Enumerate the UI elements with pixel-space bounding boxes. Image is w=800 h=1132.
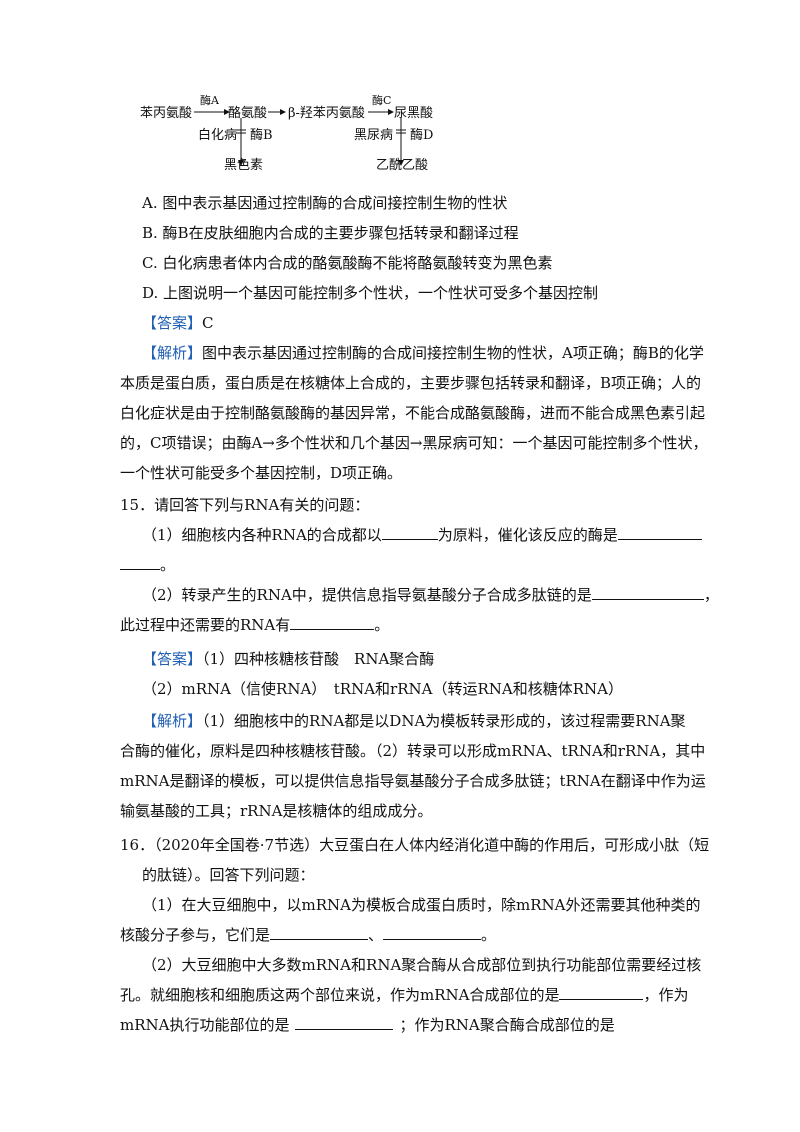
q14-analysis-line: 本质是蛋白质，蛋白质是在核糖体上合成的，主要步骤包括转录和翻译，B项正确；人的 <box>120 374 702 392</box>
analysis-tag: 【解析】 <box>142 344 203 362</box>
answer-tag: 【答案】 <box>142 314 203 332</box>
q15-sub2-cont: 此过程中还需要的RNA有 。 <box>120 614 389 635</box>
q15-stem: 15．请回答下列与RNA有关的问题： <box>120 496 370 514</box>
q15-sub1: （1）细胞核内各种RNA的合成都以 为原料，催化该反应的酶是 <box>142 524 702 545</box>
q16-sub1: （1）在大豆细胞中，以mRNA为模板合成蛋白质时，除mRNA外还需要其他种类的 <box>142 896 701 914</box>
q14-analysis-line: 白化症状是由于控制酪氨酸酶的基因异常，不能合成酪氨酸酶，进而不能合成黑色素引起 <box>120 404 706 422</box>
option-c: C. 白化病患者体内合成的酪氨酸酶不能将酪氨酸转变为黑色素 <box>142 254 553 272</box>
q16-sub1-cont: 核酸分子参与，它们是 、 。 <box>120 924 496 945</box>
q15-analysis-line: 输氨基酸的工具；rRNA是核糖体的组成成分。 <box>120 802 433 820</box>
enzyme-b-label: 酶B <box>250 128 273 143</box>
enzyme-c-label: 酶C <box>372 94 392 107</box>
q15-analysis-line: 合酶的催化，原料是四种核糖核苷酸。（2）转录可以形成mRNA、tRNA和rRNA… <box>120 742 706 760</box>
blank[interactable] <box>559 985 644 1000</box>
arrow-icon <box>194 109 230 115</box>
blank[interactable] <box>617 525 702 540</box>
option-d: D. 上图说明一个基因可能控制多个性状，一个性状可受多个基因控制 <box>142 284 599 302</box>
q16-sub2: （2）大豆细胞中大多数mRNA和RNA聚合酶从合成部位到执行功能部位需要经过核 <box>142 956 702 974</box>
q15-sub1-text: 为原料，催化该反应的酶是 <box>437 526 618 544</box>
q15-answer-line2: （2）mRNA（信使RNA） tRNA和rRNA（转运RNA和核糖体RNA） <box>142 680 623 698</box>
q14-answer: 【答案】C <box>142 312 214 333</box>
q15-sub2-text: 。 <box>374 616 390 634</box>
q15-sub2-text: （2）转录产生的RNA中，提供信息指导氨基酸分子合成多肽链的是 <box>142 586 592 604</box>
q16-sub1-text: 、 <box>368 926 384 944</box>
blank[interactable] <box>290 615 375 630</box>
answer-value: C <box>202 314 214 332</box>
q14-analysis-line: 的，C项错误；由酶A→多个性状和几个基因→黑尿病可知：一个基因可能控制多个性状， <box>120 434 708 452</box>
analysis-text: 图中表示基因通过控制酶的合成间接控制生物的性状，A项正确；酶B的化学 <box>202 344 704 362</box>
q14-analysis-line: 一个性状可能受多个基因控制，D项正确。 <box>120 464 403 482</box>
enzyme-a-label: 酶A <box>200 94 219 107</box>
q16-sub2-cont: mRNA执行功能部位的是 ；作为RNA聚合酶合成部位的是 <box>120 1014 615 1035</box>
q16-sub2-text: ，作为 <box>643 986 689 1004</box>
q16-sub2-text: 孔。就细胞核和细胞质这两个部位来说，作为mRNA合成部位的是 <box>120 986 560 1004</box>
q15-sub1-text: 。 <box>160 556 176 574</box>
q16-sub2-text: ；作为RNA聚合酶合成部位的是 <box>399 1016 615 1034</box>
q15-sub2-text: 此过程中还需要的RNA有 <box>120 616 291 634</box>
pathway-diagram: 苯丙氨酸 酶A 酪氨酸 β-羟苯丙氨酸 酶C 尿黑酸 白化病 酶B 黑色素 黑尿… <box>140 94 440 176</box>
node-tyrosine: 酪氨酸 <box>228 106 268 121</box>
node-melanin: 黑色素 <box>224 158 264 173</box>
q15-analysis-line: mRNA是翻译的模板，可以提供信息指导氨基酸分子合成多肽链；tRNA在翻译中作为… <box>120 772 706 790</box>
q16-sub2-text: mRNA执行功能部位的是 <box>120 1016 290 1034</box>
answer-value: （1）四种核糖核苷酸 RNA聚合酶 <box>202 650 435 668</box>
blank[interactable] <box>381 525 438 540</box>
node-hydroxyphenylalanine: β-羟苯丙氨酸 <box>288 106 365 121</box>
blank[interactable] <box>270 925 369 940</box>
q16-sub2-cont: 孔。就细胞核和细胞质这两个部位来说，作为mRNA合成部位的是 ，作为 <box>120 984 689 1005</box>
enzyme-d-label: 酶D <box>410 128 434 143</box>
blank[interactable] <box>295 1015 394 1030</box>
analysis-text: （1）细胞核中的RNA都是以DNA为模板转录形成的，该过程需要RNA聚 <box>202 712 686 730</box>
q14-analysis-line: 【解析】图中表示基因通过控制酶的合成间接控制生物的性状，A项正确；酶B的化学 <box>142 342 704 363</box>
disease-albinism: 白化病 <box>198 128 238 143</box>
option-a: A. 图中表示基因通过控制酶的合成间接控制生物的性状 <box>142 194 508 212</box>
node-phenylalanine: 苯丙氨酸 <box>140 106 193 121</box>
blank[interactable] <box>120 555 160 570</box>
branch-arrow-icon <box>396 118 406 166</box>
q15-sub2-text: ， <box>703 586 719 604</box>
arrow-icon <box>368 109 394 115</box>
arrow-icon <box>268 109 286 115</box>
branch-arrow-icon <box>236 118 246 166</box>
q16-stem-cont: 的肽链）。回答下列问题： <box>142 866 315 884</box>
q15-answer: 【答案】（1）四种核糖核苷酸 RNA聚合酶 <box>142 648 434 669</box>
answer-tag: 【答案】 <box>142 650 203 668</box>
analysis-tag: 【解析】 <box>142 712 203 730</box>
node-homogentisic-acid: 尿黑酸 <box>394 106 434 121</box>
blank[interactable] <box>383 925 482 940</box>
disease-alkaptonuria: 黑尿病 <box>354 128 394 143</box>
q15-sub1-text: （1）细胞核内各种RNA的合成都以 <box>142 526 382 544</box>
blank[interactable] <box>591 585 704 600</box>
q16-sub1-text: 。 <box>481 926 497 944</box>
node-acetoacetic-acid: 乙酰乙酸 <box>376 158 429 173</box>
q15-analysis-line: 【解析】（1）细胞核中的RNA都是以DNA为模板转录形成的，该过程需要RNA聚 <box>142 710 686 731</box>
option-b: B. 酶B在皮肤细胞内合成的主要步骤包括转录和翻译过程 <box>142 224 519 242</box>
q16-sub1-text: 核酸分子参与，它们是 <box>120 926 271 944</box>
q15-sub2: （2）转录产生的RNA中，提供信息指导氨基酸分子合成多肽链的是 ， <box>142 584 719 605</box>
q15-sub1-cont: 。 <box>120 554 175 575</box>
q16-stem: 16．（2020年全国卷·7节选）大豆蛋白在人体内经消化道中酶的作用后，可形成小… <box>120 836 710 854</box>
